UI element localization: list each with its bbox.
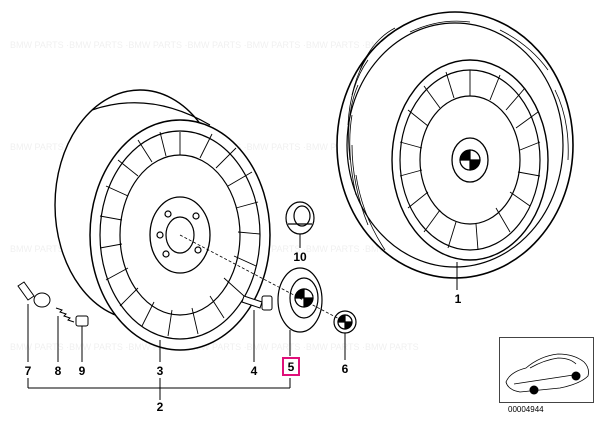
vehicle-location-inset xyxy=(499,337,594,403)
callout-7: 7 xyxy=(24,364,32,378)
valve-7 xyxy=(17,281,51,308)
diagram-reference-code: 00004944 xyxy=(508,405,544,414)
callout-4: 4 xyxy=(250,364,258,378)
callout-highlight-box xyxy=(282,357,300,376)
svg-text:BMW PARTS ·BMW PARTS ·BMW PART: BMW PARTS ·BMW PARTS ·BMW PARTS ·BMW PAR… xyxy=(10,40,419,50)
leader-lines xyxy=(27,234,458,400)
callout-6: 6 xyxy=(341,362,349,376)
hub-cap-10 xyxy=(285,201,315,235)
valve-insert-8 xyxy=(55,307,75,323)
callout-1: 1 xyxy=(454,292,462,306)
light-alloy-rim xyxy=(54,89,271,351)
complete-wheel-with-tire xyxy=(336,11,574,279)
callout-8: 8 xyxy=(54,364,62,378)
callout-9: 9 xyxy=(78,364,86,378)
car-outline-icon xyxy=(505,353,589,395)
svg-text:BMW PARTS ·BMW PARTS ·BMW PART: BMW PARTS ·BMW PARTS ·BMW PARTS ·BMW PAR… xyxy=(10,342,419,352)
wheel-bolt-4 xyxy=(241,295,273,311)
assembly-axis xyxy=(179,234,346,323)
callout-5: 5 xyxy=(287,360,295,374)
hub-cap-5 xyxy=(277,267,323,333)
callout-10: 10 xyxy=(293,250,307,264)
callout-2: 2 xyxy=(156,400,164,414)
valve-cap-9 xyxy=(75,315,89,327)
callout-3: 3 xyxy=(156,364,164,378)
